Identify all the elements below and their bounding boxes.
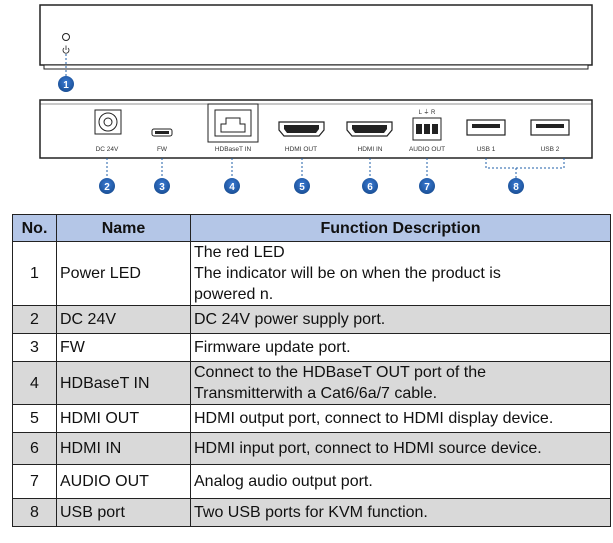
table-row: 8 USB port Two USB ports for KVM functio… [12,498,611,527]
callout-1: 1 [63,80,69,91]
table-row: 5 HDMI OUT HDMI output port, connect to … [12,404,611,433]
row-name: HDBaseT IN [56,361,191,405]
hdbaset-port-icon [207,103,259,143]
row-no: 5 [12,404,57,433]
power-symbol-icon [62,47,70,54]
row-description: Firmware update port. [190,333,611,362]
description-line: Connect to the HDBaseT OUT port of the [194,364,486,381]
callout-7-icon [419,178,435,194]
callout-5: 5 [299,182,305,193]
row-no: 7 [12,464,57,499]
table-row: 2 DC 24V DC 24V power supply port. [12,305,611,334]
usb-1-port-icon [466,119,506,136]
row-description: HDMI output port, connect to HDMI displa… [190,404,611,433]
table-row: 3 FW Firmware update port. [12,333,611,362]
callout-4-icon [224,178,240,194]
row-description: Connect to the HDBaseT OUT port of the T… [190,361,611,405]
row-name: AUDIO OUT [56,464,191,499]
description-line: Transmitterwith a Cat6/6a/7 cable. [194,385,438,402]
row-no: 8 [12,498,57,527]
row-no: 6 [12,432,57,465]
hdmi-in-port-icon [346,121,393,137]
callout-8: 8 [513,182,519,193]
table-row: 6 HDMI IN HDMI input port, connect to HD… [12,432,611,465]
fw-port-icon [151,128,173,137]
row-name: FW [56,333,191,362]
callout-leaders [106,158,565,178]
callout-7: 7 [424,182,430,193]
device-panel-figure: 1 2 3 4 5 6 7 8 DC 24V FW HDBaseT IN HDM… [0,0,613,208]
callout-circles [58,76,524,194]
description-line: The indicator will be on when the produc… [194,265,501,282]
port-label-usb-2: USB 2 [541,146,560,153]
row-description: Analog audio output port. [190,464,611,499]
port-label-fw: FW [157,146,168,153]
port-label-dc24v: DC 24V [96,146,119,153]
usb-2-port-icon [530,119,570,136]
port-label-hdbaset-in: HDBaseT IN [215,146,252,153]
row-no: 4 [12,361,57,405]
row-name: DC 24V [56,305,191,334]
header-name: Name [56,214,191,242]
description-line: Firmware update port. [194,339,351,356]
rear-panel [39,99,593,159]
row-description: HDMI input port, connect to HDMI source … [190,432,611,465]
audio-pin-labels: L ⏚ R [419,109,436,116]
hdmi-out-port-icon [278,121,325,137]
front-panel [39,4,593,76]
row-name: HDMI IN [56,432,191,465]
device-diagram: 1 2 3 4 5 6 7 8 DC 24V FW HDBaseT IN HDM… [39,4,593,194]
row-description: Two USB ports for KVM function. [190,498,611,527]
row-description: DC 24V power supply port. [190,305,611,334]
header-no: No. [12,214,57,242]
description-line: Analog audio output port. [194,473,373,490]
description-line: HDMI input port, connect to HDMI source … [194,440,542,457]
row-name: USB port [56,498,191,527]
callout-3: 3 [159,182,165,193]
description-line: powered n. [194,286,274,303]
port-label-hdmi-in: HDMI IN [358,146,383,153]
row-no: 2 [12,305,57,334]
callout-4: 4 [229,182,235,193]
callout-6-icon [362,178,378,194]
callout-5-icon [294,178,310,194]
row-no: 3 [12,333,57,362]
row-description: The red LED The indicator will be on whe… [190,241,611,306]
row-no: 1 [12,241,57,306]
callout-3-icon [154,178,170,194]
callout-2-icon [99,178,115,194]
table-row: 7 AUDIO OUT Analog audio output port. [12,464,611,499]
callout-8-icon [508,178,524,194]
description-line: DC 24V power supply port. [194,311,386,328]
port-label-audio-out: AUDIO OUT [409,146,445,153]
table-row: 4 HDBaseT IN Connect to the HDBaseT OUT … [12,361,611,405]
audio-out-port-icon [412,117,442,141]
description-line: HDMI output port, connect to HDMI displa… [194,410,554,427]
dc-24v-port-icon [94,109,122,135]
callout-6: 6 [367,182,373,193]
callout-2: 2 [104,182,110,193]
description-line: Two USB ports for KVM function. [194,504,428,521]
table-row: 1 Power LED The red LED The indicator wi… [12,241,611,306]
callout-1-icon [58,76,74,92]
table-header-row: No. Name Function Description [12,214,611,242]
port-label-hdmi-out: HDMI OUT [285,146,317,153]
function-table: No. Name Function Description 1 Power LE… [12,214,611,527]
header-function-description: Function Description [190,214,611,242]
power-led-icon [62,33,70,41]
row-name: Power LED [56,241,191,306]
description-line: The red LED [194,244,285,261]
port-label-usb-1: USB 1 [477,146,496,153]
row-name: HDMI OUT [56,404,191,433]
